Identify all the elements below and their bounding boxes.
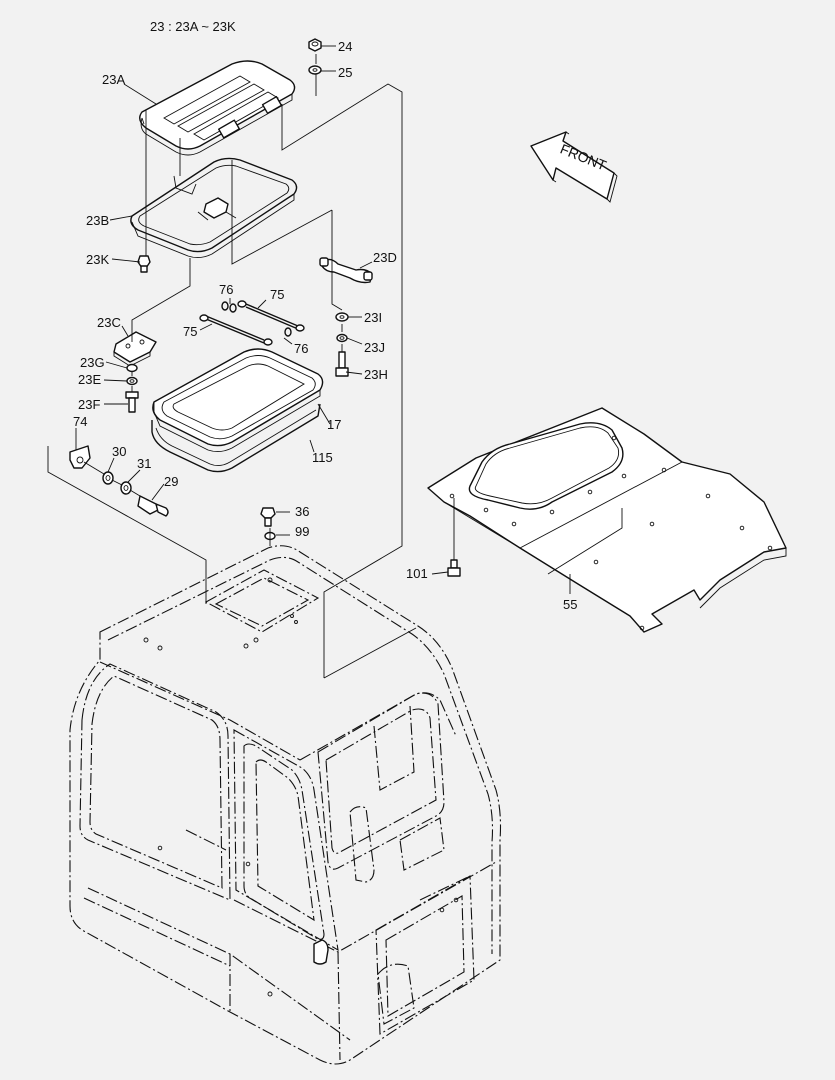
label-75-bottom: 75 bbox=[183, 324, 197, 339]
label-23D: 23D bbox=[373, 250, 397, 265]
label-23J: 23J bbox=[364, 340, 385, 355]
label-29: 29 bbox=[164, 474, 178, 489]
clip-76 bbox=[221, 301, 292, 337]
label-24: 24 bbox=[338, 39, 352, 54]
label-23I: 23I bbox=[364, 310, 382, 325]
bolt-23K bbox=[137, 255, 151, 273]
bolt-23H bbox=[335, 351, 349, 377]
label-31: 31 bbox=[137, 456, 151, 471]
seal-115 bbox=[151, 403, 321, 473]
bolt-101 bbox=[447, 559, 461, 577]
assembly-lines bbox=[47, 54, 623, 679]
nut-24 bbox=[308, 38, 322, 52]
washer-23G bbox=[126, 363, 138, 373]
handle-23D bbox=[319, 257, 373, 284]
part-labels: 24 25 23A 23B 23K 23D 76 75 23C 75 76 23… bbox=[73, 39, 577, 612]
bolt-29 bbox=[137, 495, 169, 517]
label-17: 17 bbox=[327, 417, 341, 432]
washer-25 bbox=[308, 65, 322, 75]
washer-31 bbox=[120, 481, 132, 495]
bolt-23F bbox=[125, 391, 139, 413]
label-74: 74 bbox=[73, 414, 87, 429]
label-23K: 23K bbox=[86, 252, 109, 267]
washer-23J bbox=[336, 333, 348, 343]
label-36: 36 bbox=[295, 504, 309, 519]
label-99: 99 bbox=[295, 524, 309, 539]
diagram-header: 23 : 23A ~ 23K bbox=[150, 19, 236, 34]
label-101: 101 bbox=[406, 566, 428, 581]
leader-lines bbox=[75, 45, 571, 594]
washer-23I bbox=[335, 312, 349, 322]
front-arrow: FRONT bbox=[530, 131, 618, 203]
label-23B: 23B bbox=[86, 213, 109, 228]
label-75-top: 75 bbox=[270, 287, 284, 302]
label-23G: 23G bbox=[80, 355, 105, 370]
label-76-bottom: 76 bbox=[294, 341, 308, 356]
label-23H: 23H bbox=[364, 367, 388, 382]
washer-30 bbox=[102, 471, 114, 485]
label-23A: 23A bbox=[102, 72, 125, 87]
rod-75-upper bbox=[237, 300, 305, 332]
label-76-top: 76 bbox=[219, 282, 233, 297]
roof-panel-55 bbox=[427, 407, 787, 633]
label-115: 115 bbox=[312, 450, 333, 465]
hatch-cover-23A bbox=[139, 60, 296, 156]
washer-23E bbox=[126, 376, 138, 386]
cab-body bbox=[69, 545, 502, 1065]
label-25: 25 bbox=[338, 65, 352, 80]
rod-75-lower bbox=[199, 314, 273, 346]
glass-frame-17 bbox=[152, 348, 324, 453]
label-23E: 23E bbox=[78, 372, 101, 387]
label-23F: 23F bbox=[78, 397, 100, 412]
bracket-23C bbox=[113, 331, 157, 367]
latch-74 bbox=[69, 445, 91, 469]
label-30: 30 bbox=[112, 444, 126, 459]
label-55: 55 bbox=[563, 597, 577, 612]
label-23C: 23C bbox=[97, 315, 121, 330]
bolt-36 bbox=[260, 507, 276, 527]
hatch-frame-23B bbox=[130, 157, 298, 259]
